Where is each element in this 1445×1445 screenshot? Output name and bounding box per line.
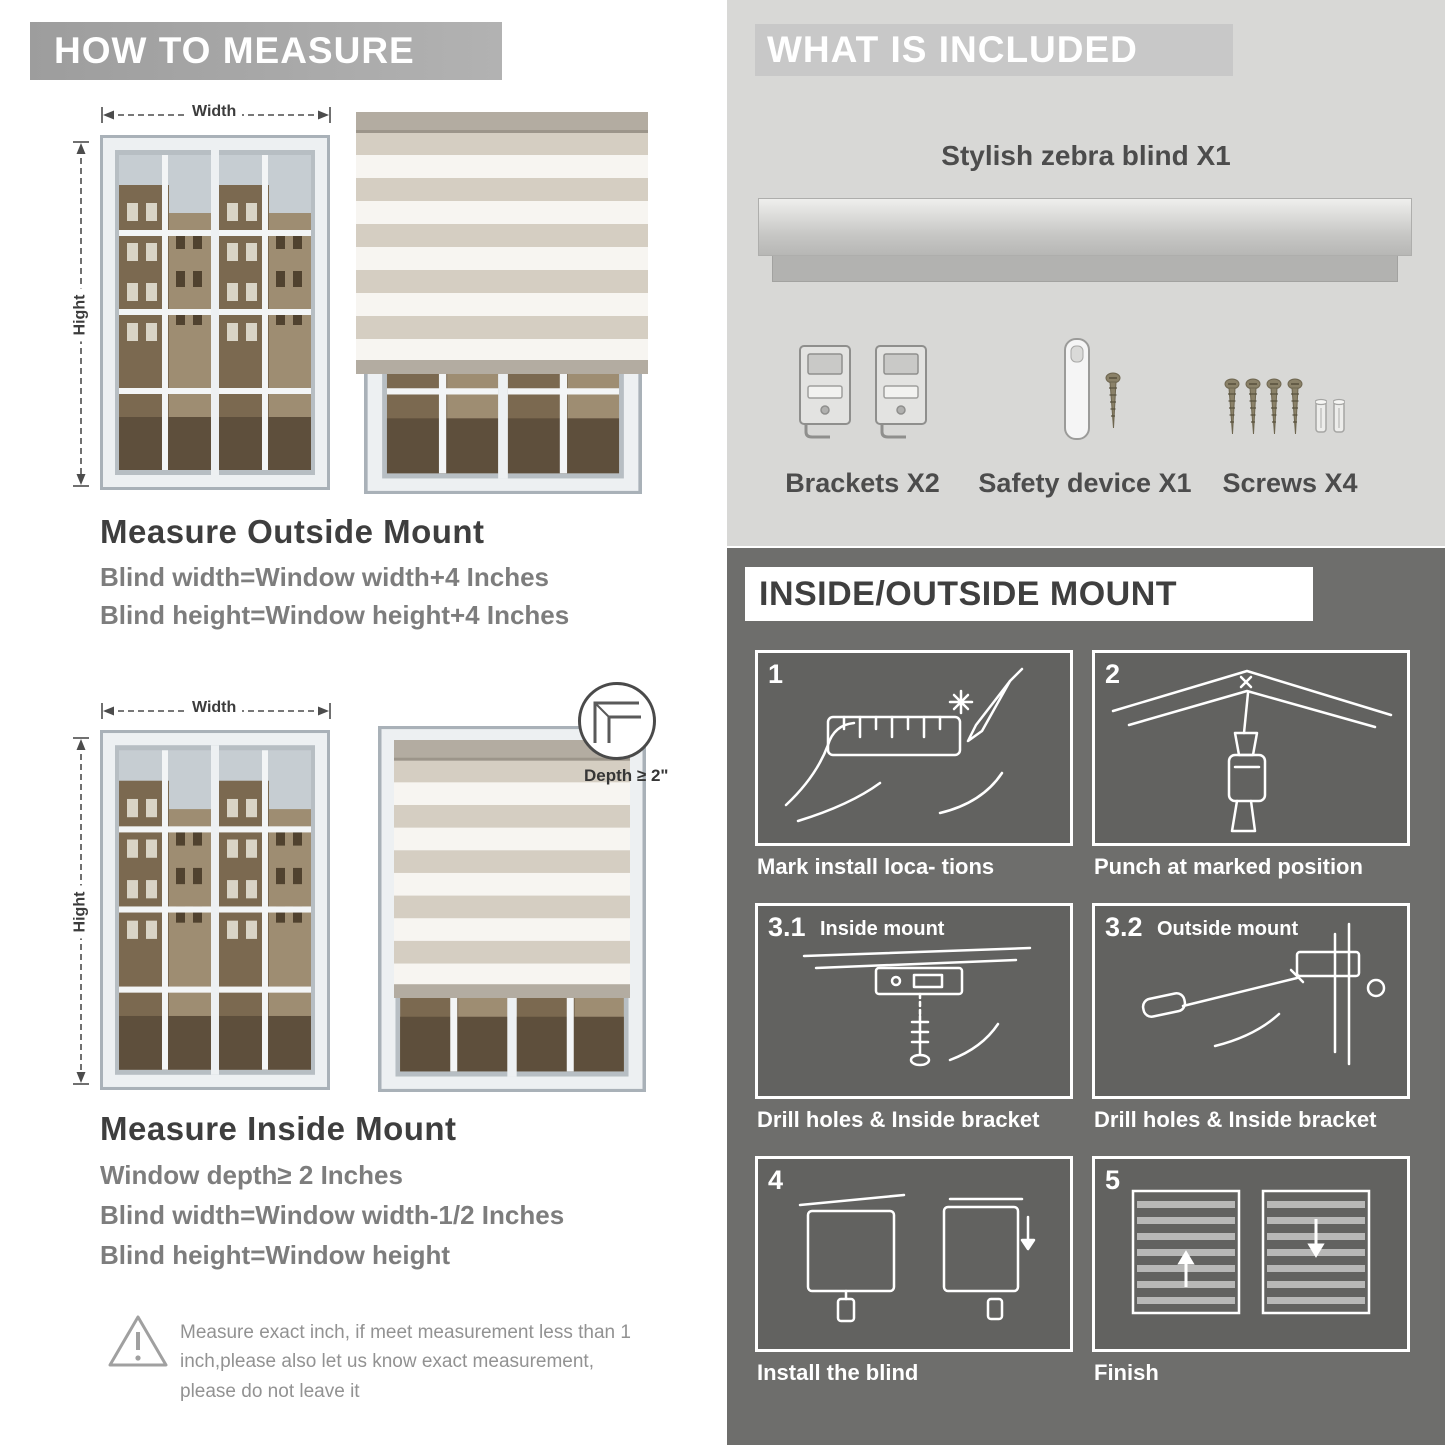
window-illustration-inside [100, 730, 330, 1090]
window-illustration-outside [100, 135, 330, 490]
step-caption-4: Install the blind [757, 1360, 919, 1385]
screw-icon [1105, 372, 1121, 429]
outside-width-formula: Blind width=Window width+4 Inches [100, 562, 549, 592]
depth-label: Depth ≥ 2" [584, 766, 669, 785]
step-caption-5: Finish [1094, 1360, 1159, 1385]
install-blind-icon [798, 1193, 1036, 1323]
mount-instructions-title: INSIDE/OUTSIDE MOUNT [759, 575, 1178, 613]
step-number: 1 [768, 659, 784, 689]
what-is-included-title: WHAT IS INCLUDED [767, 29, 1138, 70]
zebra-blind-icon [356, 112, 648, 374]
step-number: 3.1 [768, 912, 806, 942]
safety-device-icon [1064, 338, 1090, 440]
wall-anchor-icon [1333, 398, 1345, 433]
step-caption-1: Mark install loca- tions [757, 854, 995, 879]
bracket-icon [874, 344, 928, 439]
step-caption-3-1: Drill holes & Inside bracket [757, 1107, 1040, 1132]
what-is-included-section: WHAT IS INCLUDED Stylish zebra blind X1 … [727, 0, 1445, 546]
outside-mount-title: Measure Outside Mount [100, 513, 485, 550]
double-arrow-icon [73, 141, 89, 487]
screws-label: Screws X4 [1222, 468, 1358, 498]
blind-headrail-lip-icon [772, 256, 1398, 282]
window-corner-icon [593, 701, 641, 743]
screw-icon [1245, 378, 1261, 435]
mark-location-icon [784, 667, 1024, 823]
what-is-included-banner: WHAT IS INCLUDED [755, 24, 1233, 76]
inside-depth-rule: Window depth≥ 2 Inches [100, 1160, 403, 1190]
finished-blinds-icon [1131, 1189, 1371, 1315]
width-label: Width [186, 699, 243, 717]
step-number: 4 [768, 1165, 784, 1195]
step-title: Outside mount [1157, 918, 1299, 940]
step-panel-4: 4 [755, 1156, 1073, 1352]
height-label: Hight [71, 885, 90, 939]
how-to-measure-title: HOW TO MEASURE [54, 30, 415, 71]
safety-device-label: Safety device X1 [978, 468, 1192, 498]
double-arrow-icon [101, 107, 331, 123]
step-panel-3-2: 3.2 Outside mount [1092, 903, 1410, 1099]
height-arrow-inside: Hight [71, 736, 90, 1086]
outside-height-formula: Blind height=Window height+4 Inches [100, 600, 570, 630]
warning-triangle-icon [108, 1315, 168, 1367]
screw-icon [1266, 378, 1282, 435]
width-arrow-inside: Width [100, 699, 332, 720]
step-number: 2 [1105, 659, 1121, 689]
height-arrow-outside: Hight [71, 140, 90, 488]
measurement-warning-text: Measure exact inch, if meet measurement … [180, 1322, 631, 1402]
inside-bracket-icon [802, 946, 1032, 1067]
step-caption-2: Punch at marked position [1094, 854, 1363, 879]
wall-anchor-icon [1315, 398, 1327, 433]
screw-icon [1287, 378, 1303, 435]
zebra-blind-item-label: Stylish zebra blind X1 [941, 140, 1231, 171]
mount-instructions-section: INSIDE/OUTSIDE MOUNT 1 [727, 548, 1445, 1445]
blind-outside-mount-illustration [356, 112, 648, 494]
step-number: 5 [1105, 1165, 1121, 1195]
double-arrow-icon [101, 703, 331, 719]
drill-punch-icon [1111, 669, 1393, 833]
double-arrow-icon [73, 737, 89, 1085]
brackets-label: Brackets X2 [785, 468, 940, 498]
step-panel-3-1: 3.1 Inside mount [755, 903, 1073, 1099]
inside-width-formula: Blind width=Window width-1/2 Inches [100, 1200, 565, 1230]
width-label: Width [186, 103, 243, 121]
how-to-measure-banner: HOW TO MEASURE [30, 22, 502, 80]
step-panel-1: 1 [755, 650, 1073, 846]
inside-mount-title: Measure Inside Mount [100, 1110, 457, 1147]
step-panel-5: 5 [1092, 1156, 1410, 1352]
screw-icon [1224, 378, 1240, 435]
mount-instructions-banner: INSIDE/OUTSIDE MOUNT [745, 567, 1313, 621]
width-arrow-outside: Width [100, 103, 332, 124]
step-panel-2: 2 [1092, 650, 1410, 846]
step-caption-3-2: Drill holes & Inside bracket [1094, 1107, 1377, 1132]
depth-detail-circle-icon [578, 682, 656, 760]
height-label: Hight [71, 288, 90, 342]
step-title: Inside mount [820, 918, 945, 940]
bracket-icon [798, 344, 852, 439]
blind-headrail-icon [758, 198, 1412, 256]
outside-bracket-icon [1141, 922, 1386, 1066]
step-number: 3.2 [1105, 912, 1143, 942]
inside-height-formula: Blind height=Window height [100, 1240, 450, 1270]
